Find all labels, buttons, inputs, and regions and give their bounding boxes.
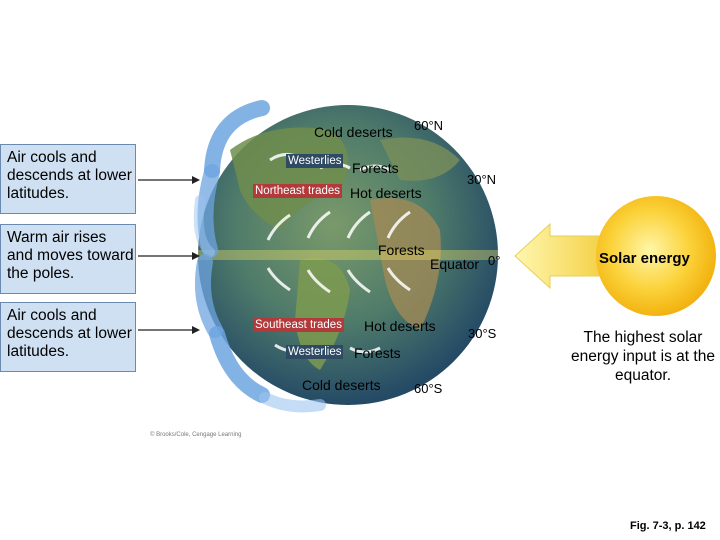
solar-energy-label: Solar energy — [599, 250, 690, 267]
label-cold-deserts-north: Cold deserts — [314, 124, 393, 140]
figure-reference: Fig. 7-3, p. 142 — [630, 520, 706, 532]
latitude-60s: 60°S — [414, 381, 442, 396]
info-box-middle: Warm air rises and moves toward the pole… — [0, 224, 136, 294]
latitude-60n: 60°N — [414, 118, 443, 133]
pointer-arrowhead-bottom — [192, 326, 200, 334]
label-hot-deserts-north: Hot deserts — [350, 185, 422, 201]
tag-northeast-trades: Northeast trades — [253, 184, 342, 198]
tag-southeast-trades: Southeast trades — [253, 318, 344, 332]
label-equator: Equator — [430, 256, 479, 272]
pointer-arrowhead-top — [192, 176, 200, 184]
info-box-top: Air cools and descends at lower latitude… — [0, 144, 136, 214]
solar-note: The highest solar energy input is at the… — [568, 328, 718, 385]
copyright-credit: © Brooks/Cole, Cengage Learning — [150, 432, 241, 438]
tag-westerlies-north: Westerlies — [286, 154, 343, 168]
latitude-0: 0° — [488, 253, 500, 268]
solar-energy-arrow — [515, 224, 600, 288]
label-forests-north: Forests — [352, 160, 399, 176]
info-box-bottom: Air cools and descends at lower latitude… — [0, 302, 136, 372]
label-cold-deserts-south: Cold deserts — [302, 377, 381, 393]
label-forests-south: Forests — [354, 345, 401, 361]
label-hot-deserts-south: Hot deserts — [364, 318, 436, 334]
latitude-30n: 30°N — [467, 172, 496, 187]
label-forests-equator: Forests — [378, 242, 425, 258]
latitude-30s: 30°S — [468, 326, 496, 341]
tag-westerlies-south: Westerlies — [286, 345, 343, 359]
